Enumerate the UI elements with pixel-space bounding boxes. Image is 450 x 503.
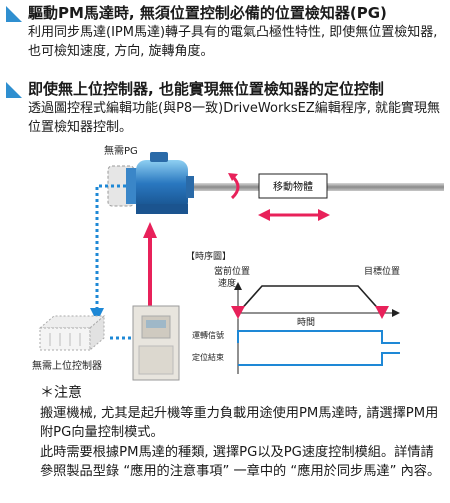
upper-controller-dotted (38, 314, 106, 352)
run-signal-label: 運轉信號 (192, 330, 224, 340)
speed-axis-label: 速度 (218, 277, 236, 289)
speed-label: 速度 (218, 277, 236, 289)
timing-chart-label: 【時序圖】 (186, 250, 231, 262)
note-block: ＊注意 搬運機械, 尤其是起升機等重力負載用途使用PM馬達時, 請選擇PM用附P… (40, 384, 444, 482)
current-position-label: 當前位置 (214, 265, 250, 277)
no-pg-label: 無需PG (104, 144, 138, 157)
moving-object-box (258, 173, 328, 199)
target-position-label: 目標位置 (364, 265, 400, 277)
power-arrowhead-icon (143, 222, 157, 238)
time-axis-label: 時間 (297, 317, 315, 328)
target-position-marker-icon (375, 306, 389, 319)
section-positioning: 即使無上位控制器, 也能實現無位置檢知器的定位控制 透過圖控程式編輯功能(與P8… (6, 80, 446, 137)
positioning-done-label: 定位結束 (192, 352, 224, 362)
moving-object-label: 移動物體 (273, 180, 313, 193)
feedback-arrowhead-icon (90, 308, 104, 322)
note-line-1: 搬運機械, 尤其是起升機等重力負載用途使用PM馬達時, 請選擇PM用附PG向量控… (40, 405, 439, 441)
note-title: ＊注意 (40, 385, 82, 401)
timing-chart: 當前位置 目標位置 速度 時間 運轉信號 定位結束 (192, 265, 400, 374)
section-body: 利用同步馬達(IPM馬達)轉子具有的電氣凸極性特性, 即使無位置檢知器, 也可檢… (28, 25, 438, 59)
section-title: 即使無上位控制器, 也能實現無位置檢知器的定位控制 (28, 80, 384, 98)
section-pg-free: 驅動PM馬達時, 無須位置控制必備的位置檢知器(PG) 利用同步馬達(IPM馬達… (6, 4, 446, 61)
pm-motor (126, 152, 194, 214)
section-title: 驅動PM馬達時, 無須位置控制必備的位置檢知器(PG) (28, 4, 387, 22)
travel-arrow-left-icon (258, 209, 270, 221)
time-axis-arrow-icon (392, 309, 400, 317)
triangle-bullet-icon (6, 6, 22, 22)
current-position-marker-icon (231, 306, 245, 319)
travel-arrow-right-icon (318, 209, 330, 221)
triangle-bullet-icon (6, 82, 22, 98)
rotation-arrowhead-icon (228, 173, 238, 181)
note-line-2: 此時需要根據PM馬達的種類, 選擇PG以及PG速度控制模組。詳情請參照製品型錄 … (40, 444, 441, 480)
system-diagram: 無需PG 移動物體 無需上位控制器 (32, 144, 444, 381)
run-signal-waveform (237, 330, 400, 344)
speed-profile-line (237, 285, 383, 314)
positioning-done-waveform (238, 352, 400, 366)
no-controller-label: 無需上位控制器 (32, 359, 102, 372)
y-axis-arrow-icon (234, 282, 242, 290)
section-body: 透過圖控程式編輯功能(與P8一致)DriveWorksEZ編輯程序, 就能實現無… (28, 101, 440, 135)
inverter-drive (132, 305, 180, 381)
